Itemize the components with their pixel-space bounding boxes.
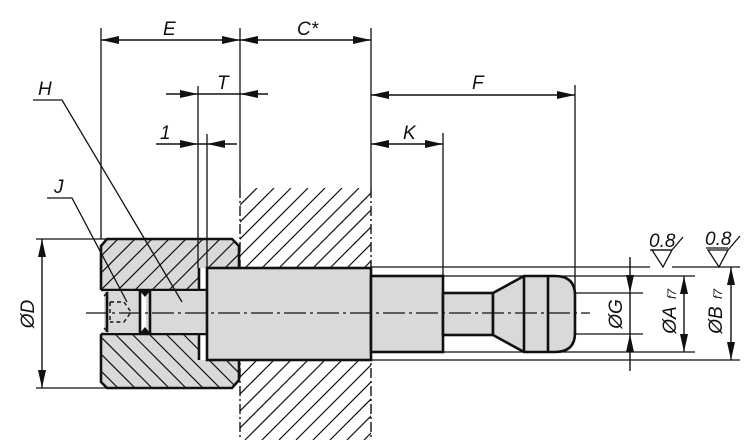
plunger [205, 266, 577, 362]
hatch-line [131, 334, 187, 388]
hex-socket-hidden [110, 301, 132, 323]
hatch-line [381, 188, 461, 268]
surface-finish-B-value: 0.8 [705, 229, 732, 250]
dim-G-arrows [626, 275, 634, 352]
hatch-line [240, 188, 275, 223]
hatch-line [101, 334, 136, 388]
hatch-line [168, 239, 221, 290]
dim-T-arrows [180, 90, 258, 98]
bushing-hatch-bottom [101, 334, 239, 388]
plunger-ball-head [491, 274, 577, 354]
bushing-hatch-top [101, 239, 239, 290]
hatch-line [346, 415, 371, 440]
labels: E C* T 1 F K H J ØD ØG ØA f7 ØB f7 0.8 0… [18, 19, 732, 335]
hatch-line [117, 239, 170, 290]
hatch-line [114, 334, 170, 388]
threaded-bushing [99, 237, 241, 390]
hatch-line [240, 188, 309, 257]
hatch-line [415, 360, 495, 440]
bushing-outline-bottom [99, 334, 241, 390]
dim-1-arrows [180, 140, 225, 148]
hatch-line [261, 360, 343, 440]
hatch-line [278, 360, 360, 440]
dim-label-1: 1 [160, 123, 171, 144]
extension-lines [36, 28, 740, 389]
hatch-line [101, 239, 102, 290]
dim-label-T: T [217, 73, 230, 94]
callout-H: H [38, 79, 52, 100]
surface-finish-A-value: 0.8 [649, 231, 676, 252]
dim-label-A: ØA [660, 306, 681, 334]
hatch-line [312, 209, 371, 268]
dim-label-C: C* [297, 19, 319, 40]
hatch-line [240, 360, 258, 378]
hatch-line [432, 188, 512, 268]
hatch-line [101, 239, 119, 290]
dim-A-arrows [680, 276, 688, 352]
set-screw [103, 291, 206, 333]
plunger-body [205, 266, 373, 362]
dim-label-F: F [472, 73, 485, 94]
hatch-line [134, 239, 187, 290]
wall-hatch-top [240, 188, 529, 268]
leader-J [47, 197, 128, 303]
hatch-line [101, 334, 153, 388]
hatch-line [449, 188, 529, 268]
dim-label-D: ØD [18, 299, 39, 329]
hatch-line [244, 360, 326, 440]
hatch-line [346, 243, 371, 268]
dim-label-E: E [163, 19, 176, 40]
hatch-line [165, 334, 221, 388]
hatch-line [101, 334, 119, 388]
dimension-lines [38, 36, 735, 388]
surface-finish-B-icon [706, 235, 741, 269]
hatch-line [381, 360, 461, 440]
dim-tol-B: f7 [711, 288, 725, 299]
hatch-line [240, 188, 258, 206]
hatch-line [244, 188, 326, 268]
hatch-line [148, 334, 204, 388]
hatch-line [240, 360, 292, 412]
hatch-line [101, 334, 102, 388]
hatch-line [295, 364, 371, 440]
hatch-line [295, 192, 371, 268]
hatch-line [240, 188, 292, 240]
leader-H [33, 99, 183, 303]
hatch-line [398, 188, 478, 268]
hatch-line [415, 188, 495, 268]
hatch-line [240, 360, 309, 429]
hatch-line [185, 239, 238, 290]
hatch-line [101, 239, 153, 290]
hatch-line [312, 381, 371, 440]
hatch-line [363, 260, 371, 268]
dim-D-arrows [38, 239, 46, 388]
hatch-line [398, 360, 478, 440]
leader-lines [33, 99, 183, 303]
hatch-line [278, 188, 360, 268]
plunger-pin [369, 274, 445, 354]
hatch-line [101, 239, 136, 290]
dim-K-arrows [371, 140, 443, 148]
dim-label-G: ØG [606, 299, 627, 330]
plunger-neck [441, 291, 495, 337]
dim-label-B: ØB [706, 306, 727, 335]
hatch-line [432, 360, 512, 440]
hatch-line [329, 398, 371, 440]
screw-chamfer [103, 291, 109, 333]
hatch-line [449, 360, 529, 440]
dim-label-K: K [403, 123, 417, 144]
hatch-line [363, 432, 371, 440]
hatch-line [261, 188, 343, 268]
dim-tol-A: f7 [665, 288, 679, 299]
wall-hatch-bottom [240, 360, 529, 440]
hatch-line [329, 226, 371, 268]
hatch-line [151, 239, 204, 290]
hatch-line [240, 360, 275, 395]
callout-J: J [53, 177, 64, 198]
